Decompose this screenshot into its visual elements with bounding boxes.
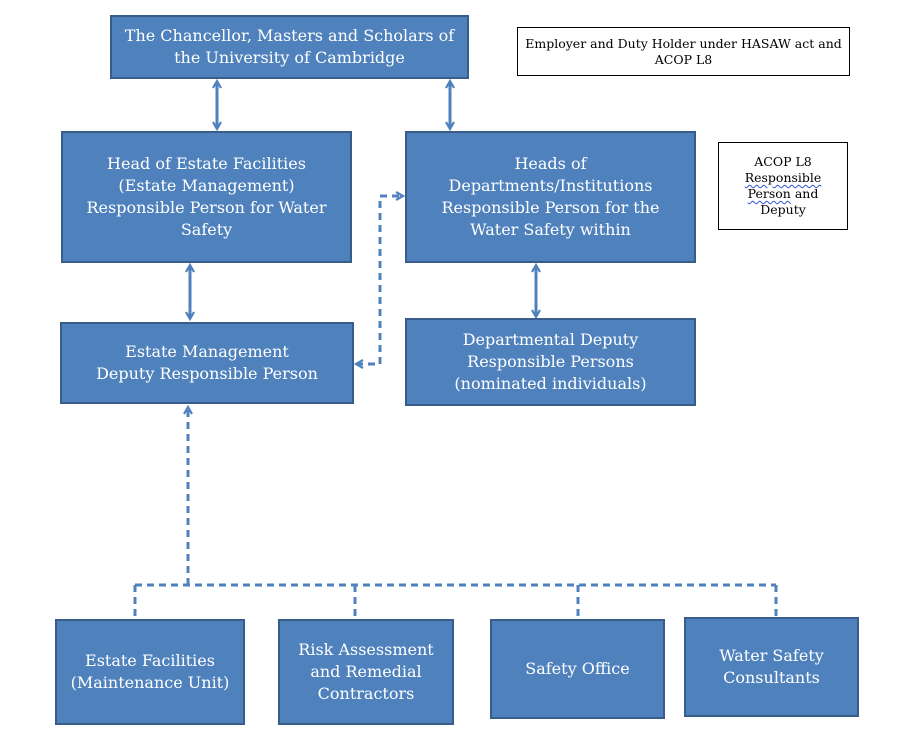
acop-note-line-2: Responsible bbox=[744, 170, 822, 185]
risk-assessment-line-1: Risk Assessment bbox=[298, 640, 434, 659]
heads-departments-line-3: Responsible Person for the bbox=[441, 198, 660, 217]
estate-facilities-line-2: (Maintenance Unit) bbox=[70, 673, 230, 692]
acop-note-line-3b: and bbox=[790, 186, 819, 201]
acop-note-line-1: ACOP L8 bbox=[754, 154, 812, 169]
water-consultants-line-2: Consultants bbox=[723, 668, 820, 687]
heads-of-departments-box: Heads of Departments/Institutions Respon… bbox=[405, 131, 696, 263]
acop-note-line-3: Person and bbox=[745, 186, 822, 202]
head-estate-line-1: Head of Estate Facilities bbox=[107, 154, 306, 173]
employer-duty-holder-note: Employer and Duty Holder under HASAW act… bbox=[517, 27, 850, 76]
chancellor-line-2: the University of Cambridge bbox=[174, 48, 405, 67]
employer-note-line-2: ACOP L8 bbox=[654, 51, 713, 67]
dashed-arrow-estate-deputy-heads-departments bbox=[356, 196, 403, 364]
risk-assessment-line-3: Contractors bbox=[317, 684, 415, 703]
departmental-deputy-line-2: Responsible Persons bbox=[467, 352, 634, 371]
water-consultants-line-1: Water Safety bbox=[719, 646, 824, 665]
risk-assessment-contractors-box: Risk Assessment and Remedial Contractors bbox=[278, 619, 454, 725]
estate-deputy-line-1: Estate Management bbox=[125, 342, 289, 361]
estate-deputy-line-2: Deputy Responsible Person bbox=[96, 364, 318, 383]
safety-office-line-1: Safety Office bbox=[525, 659, 630, 678]
risk-assessment-line-2: and Remedial bbox=[310, 662, 422, 681]
estate-management-deputy-box: Estate Management Deputy Responsible Per… bbox=[60, 322, 354, 404]
departmental-deputy-line-3: (nominated individuals) bbox=[454, 374, 647, 393]
acop-responsible-person-note: ACOP L8 Responsible Person and Deputy bbox=[718, 142, 848, 230]
head-estate-line-4: Safety bbox=[180, 220, 233, 239]
head-estate-line-2: (Estate Management) bbox=[118, 176, 295, 195]
water-safety-consultants-box: Water Safety Consultants bbox=[684, 617, 859, 717]
departmental-deputy-box: Departmental Deputy Responsible Persons … bbox=[405, 318, 696, 406]
heads-departments-line-2: Departments/Institutions bbox=[448, 176, 653, 195]
safety-office-box: Safety Office bbox=[490, 619, 665, 719]
acop-note-line-4: Deputy bbox=[760, 202, 806, 217]
estate-facilities-maintenance-box: Estate Facilities (Maintenance Unit) bbox=[55, 619, 245, 725]
head-estate-line-3: Responsible Person for Water bbox=[86, 198, 327, 217]
heads-departments-line-4: Water Safety within bbox=[470, 220, 631, 239]
heads-departments-line-1: Heads of bbox=[514, 154, 587, 173]
head-estate-facilities-box: Head of Estate Facilities (Estate Manage… bbox=[61, 131, 352, 263]
chancellor-box: The Chancellor, Masters and Scholars of … bbox=[110, 15, 469, 79]
estate-facilities-line-1: Estate Facilities bbox=[85, 651, 215, 670]
acop-note-line-3a: Person bbox=[747, 186, 791, 201]
chancellor-line-1: The Chancellor, Masters and Scholars of bbox=[124, 26, 455, 45]
employer-note-line-1: Employer and Duty Holder under HASAW act… bbox=[525, 35, 842, 51]
departmental-deputy-line-1: Departmental Deputy bbox=[462, 330, 639, 349]
